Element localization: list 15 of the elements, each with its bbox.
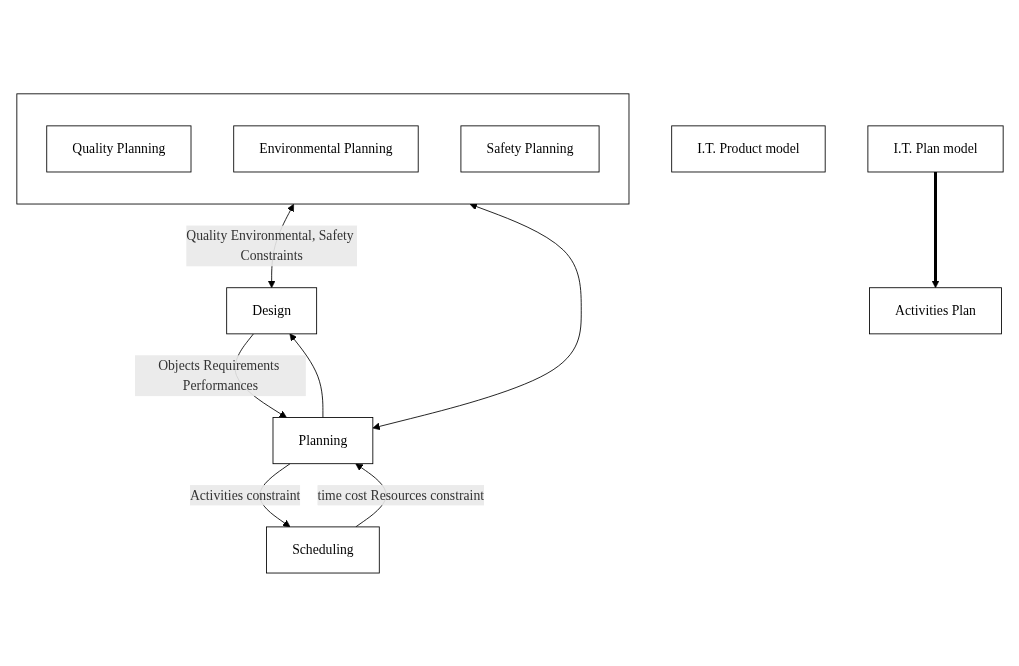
- edge-label: Objects Requirements Performances: [157, 357, 279, 393]
- cluster: [15, 92, 629, 204]
- node-box: Safety Planning: [460, 125, 599, 172]
- node-box: Scheduling: [265, 526, 380, 573]
- node-box: I.T. Product model: [670, 125, 826, 172]
- node-box: Quality Planning: [45, 125, 191, 172]
- edge-label: Activities constraint: [189, 487, 300, 502]
- arrow: [931, 171, 939, 288]
- edge-label: time cost Resources constraint: [316, 487, 484, 502]
- node-box: Design: [225, 286, 317, 334]
- edge-label: Quality Environmental, Safety Constraints: [185, 227, 354, 263]
- node-box: Activities Plan: [868, 286, 1002, 334]
- node-box: Planning: [272, 416, 373, 464]
- node-box: I.T. Plan model: [866, 125, 1004, 172]
- node-box: Environmental Planning: [232, 125, 419, 172]
